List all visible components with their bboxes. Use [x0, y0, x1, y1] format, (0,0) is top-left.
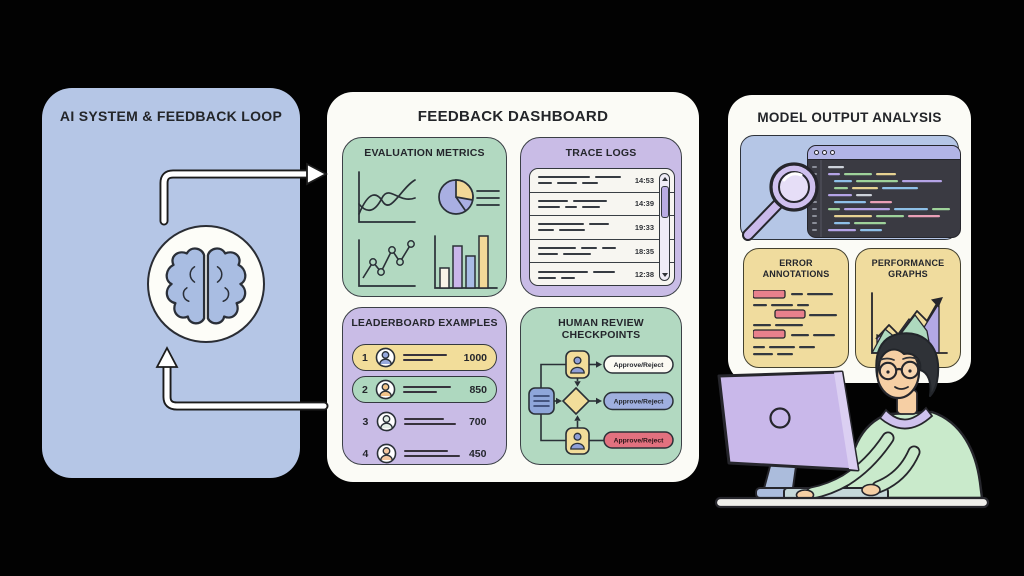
eyebrow: [879, 357, 895, 361]
leaderboard-row: 4 450: [352, 440, 497, 467]
approve-reject-button[interactable]: Approve/Reject: [603, 355, 674, 374]
eye: [908, 369, 912, 373]
evaluation-metrics-card: EVALUATION METRICS: [342, 137, 507, 297]
window-dot-icon: [830, 150, 835, 155]
trace-timestamp: 12:38: [634, 270, 654, 280]
metrics-charts: [358, 171, 500, 289]
approve-reject-button[interactable]: Approve/Reject: [603, 431, 674, 449]
monitor: [717, 370, 860, 472]
reviewer-icon: [565, 427, 590, 455]
leaderboard-row: 1 1000: [352, 344, 497, 371]
code-lines: [812, 160, 950, 237]
feedback-dashboard-panel: FEEDBACK DASHBOARD EVALUATION METRICS: [327, 92, 699, 482]
entry-lines: [403, 449, 460, 458]
approve-reject-button[interactable]: Approve/Reject: [603, 391, 674, 411]
trace-log-entry: 19:33: [530, 216, 674, 240]
leaderboard-title: LEADERBOARD EXAMPLES: [351, 317, 498, 329]
model-output-title: MODEL OUTPUT ANALYSIS: [757, 110, 942, 125]
approve-reject-label[interactable]: Approve/Reject: [614, 362, 665, 369]
trace-log-entry: 12:38: [530, 263, 674, 285]
rank-label: 4: [362, 447, 369, 460]
trace-timestamp: 19:33: [634, 222, 654, 232]
document-icon: [528, 387, 555, 415]
hair: [875, 332, 940, 397]
arm: [807, 433, 893, 498]
trace-timestamp: 14:53: [634, 175, 654, 185]
person-at-computer-illustration: [714, 332, 990, 509]
scroll-up-icon[interactable]: [661, 177, 668, 181]
human-review-card: HUMAN REVIEW CHECKPOINTS: [520, 307, 682, 465]
window-titlebar: [808, 146, 960, 160]
scroll-down-icon[interactable]: [661, 273, 668, 277]
entry-lines: [403, 417, 456, 426]
performance-graphs-title: PERFORMANCE GRAPHS: [871, 258, 945, 279]
leaderboard-row: 3 700: [352, 408, 497, 435]
scrollbar[interactable]: [659, 173, 670, 281]
trace-timestamp: 14:39: [634, 199, 654, 209]
review-flowchart: Approve/Reject Approve/Reject Approve/Re…: [528, 350, 674, 455]
score-value: 450: [468, 447, 487, 460]
smile: [894, 386, 909, 390]
error-annotations-card: ERROR ANNOTATIONS: [743, 248, 849, 368]
eyebrow: [902, 356, 918, 360]
arm: [873, 447, 919, 492]
model-output-panel: MODEL OUTPUT ANALYSIS: [728, 95, 971, 383]
leaderboard-card: LEADERBOARD EXAMPLES 1 1000 2: [342, 307, 507, 465]
monitor-logo-icon: [769, 407, 791, 429]
magnifier-icon: [742, 162, 819, 241]
trace-logs-card: TRACE LOGS 14:53 14:39 19:33: [520, 137, 682, 297]
approve-reject-label[interactable]: Approve/Reject: [614, 399, 665, 406]
brain-badge: [147, 225, 265, 343]
trace-log-entry: 18:35: [530, 240, 674, 264]
reviewer-icon: [565, 350, 590, 379]
score-value: 1000: [463, 351, 487, 364]
human-review-title: HUMAN REVIEW CHECKPOINTS: [558, 317, 644, 342]
hand: [861, 483, 881, 497]
rank-label: 2: [362, 383, 368, 396]
rank-label: 3: [362, 415, 369, 428]
avatar-icon: [375, 379, 396, 400]
window-dot-icon: [822, 150, 827, 155]
error-annotations-title: ERROR ANNOTATIONS: [762, 258, 830, 279]
collar: [878, 406, 934, 430]
bar-chart-icon: [434, 235, 498, 289]
evaluation-metrics-title: EVALUATION METRICS: [364, 147, 485, 159]
leaderboard-row: 2 850: [352, 376, 497, 403]
line-chart-icon: [358, 171, 416, 223]
entry-lines: [403, 385, 451, 394]
code-inspection-figure: [740, 135, 961, 241]
legend-lines: [476, 190, 500, 206]
avatar-icon: [376, 443, 396, 464]
trace-log-entry: 14:39: [530, 193, 674, 217]
eye: [886, 370, 890, 374]
desk: [714, 496, 990, 509]
avatar-icon: [376, 411, 396, 432]
trace-timestamp: 18:35: [634, 246, 654, 256]
trace-log-entry: 14:53: [530, 169, 674, 193]
score-value: 850: [469, 383, 487, 396]
avatar-icon: [375, 347, 396, 368]
annotated-text-figure: [753, 290, 837, 356]
rank-label: 1: [362, 351, 368, 364]
trace-log-list: 14:53 14:39 19:33 18:35: [529, 168, 675, 286]
score-value: 700: [468, 415, 487, 428]
window-dot-icon: [814, 150, 819, 155]
approve-reject-label[interactable]: Approve/Reject: [614, 438, 665, 445]
brain-icon: [165, 247, 247, 325]
ai-system-panel: AI SYSTEM & FEEDBACK LOOP: [42, 88, 300, 478]
dot-line-chart-icon: [358, 239, 416, 287]
entry-lines: [403, 353, 447, 362]
decision-diamond-icon: [561, 386, 591, 416]
dashboard-title: FEEDBACK DASHBOARD: [417, 108, 609, 125]
code-window: [807, 145, 961, 238]
ai-system-title: AI SYSTEM & FEEDBACK LOOP: [59, 108, 283, 124]
trace-logs-title: TRACE LOGS: [565, 147, 637, 159]
scrollbar-thumb[interactable]: [661, 186, 670, 218]
pie-chart-icon: [438, 179, 474, 215]
